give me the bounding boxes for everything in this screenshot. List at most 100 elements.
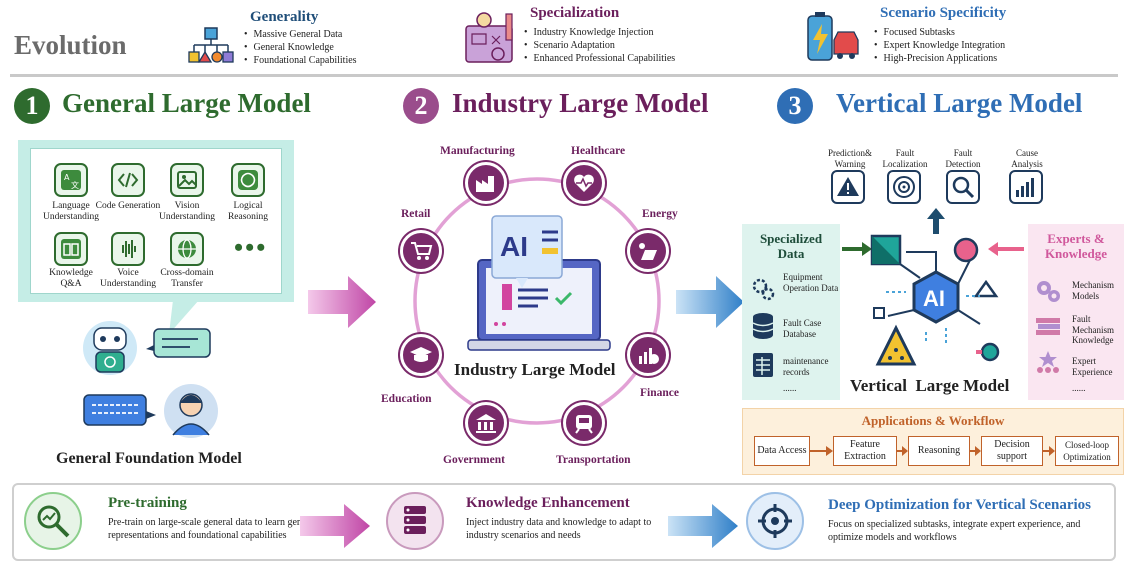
globe-icon: [170, 232, 204, 266]
arrow-right-icon: [810, 446, 833, 456]
arrow-right-icon: [668, 504, 738, 548]
capability-label: Knowledge Q&A: [49, 268, 93, 289]
stage-3-title: Vertical Large Model: [836, 88, 1083, 118]
waveform-icon: [111, 232, 145, 266]
education-icon: [400, 334, 442, 376]
arrow-right-icon: [300, 504, 370, 548]
image-icon: [170, 163, 204, 197]
bottom-title: Knowledge Enhancement: [466, 495, 630, 511]
evolution-title: Evolution: [14, 30, 127, 60]
person-avatar-icon: [164, 384, 218, 438]
bottom-desc: Focus on specialized subtasks, integrate…: [828, 519, 1081, 543]
factory-icon: [465, 162, 507, 204]
robot-avatar-icon: [83, 321, 137, 375]
output-label: Fault Localization: [882, 148, 928, 169]
specialized-data-heading: Specialized Data: [759, 231, 823, 261]
arrow-right-icon: [676, 276, 744, 328]
chat-bubble-icon: [83, 394, 156, 426]
expert-star-icon: [1037, 351, 1059, 373]
workflow-step: Data Access: [754, 436, 810, 466]
cart-icon: [400, 230, 442, 272]
arrow-left-icon: [988, 242, 1024, 256]
scenario-heading: Scenario Specificity: [880, 5, 1007, 21]
crosshair-icon: [746, 492, 804, 550]
train-icon: [563, 402, 605, 444]
output-label: Cause Analysis: [1011, 148, 1043, 169]
stage-2-title: Industry Large Model: [452, 88, 709, 118]
brain-icon: [231, 163, 265, 197]
capability-label: Logical Reasoning: [227, 201, 269, 222]
stage-1-badge: 1: [14, 88, 50, 124]
scenario-item: Focused Subtasks: [874, 26, 1005, 39]
scenario-item: High-Precision Applications: [874, 52, 1005, 65]
vertical-center-label: Vertical Large Model: [850, 376, 1010, 395]
battery-car-icon: [807, 12, 859, 61]
industry-node-label: Transportation: [556, 454, 631, 466]
industry-node-label: Finance: [640, 387, 679, 399]
specialization-item: Enhanced Professional Capabilities: [524, 52, 676, 65]
stage-1-title: General Large Model: [62, 88, 311, 118]
industry-node-label: Education: [381, 393, 432, 405]
experts-panel: [1028, 224, 1124, 400]
scenario-list: Focused Subtasks Expert Knowledge Integr…: [874, 26, 1006, 65]
bottom-desc: Inject industry data and knowledge to ad…: [466, 517, 652, 541]
generality-item: Foundational Capabilities: [244, 54, 357, 67]
arrow-up-icon: [927, 208, 945, 234]
arrow-right-icon: [897, 446, 908, 456]
ai-chip-icon: AI: [870, 234, 1000, 366]
capability-label: Code Generation: [95, 201, 161, 211]
stage-2-badge: 2: [403, 88, 439, 124]
bottom-desc: Pre-train on large-scale general data to…: [108, 517, 317, 541]
general-footer: General Foundation Model: [56, 450, 242, 467]
workflow-step: Feature Extraction: [833, 436, 897, 466]
capability-label: Voice Understanding: [100, 268, 156, 289]
workflow-step: Decision support: [981, 436, 1043, 466]
bottom-title: Pre-training: [108, 495, 187, 511]
experts-item: Fault Mechanism Knowledge: [1072, 314, 1114, 345]
generality-heading: Generality: [250, 9, 319, 25]
heart-pulse-icon: [563, 162, 605, 204]
industry-node-label: Energy: [642, 208, 678, 220]
bar-chart-icon: [1009, 170, 1043, 204]
experts-item: Expert Experience: [1072, 356, 1113, 377]
laptop-ai-badge: AI: [500, 231, 528, 262]
solar-icon: [627, 230, 669, 272]
scenario-item: Expert Knowledge Integration: [874, 39, 1006, 52]
arrow-right-icon: [970, 446, 981, 456]
specialization-list: Industry Knowledge Injection Scenario Ad…: [524, 26, 676, 65]
bottom-title: Deep Optimization for Vertical Scenarios: [828, 497, 1092, 513]
process-bar: [12, 483, 1116, 561]
magnifier-icon: [946, 170, 980, 204]
specialized-data-item: maintenance records: [783, 356, 829, 377]
industry-center-label: Industry Large Model: [454, 360, 616, 379]
industry-node-label: Manufacturing: [440, 145, 515, 157]
capability-label: Cross-domain Transfer: [160, 268, 214, 289]
analytics-icon: [24, 492, 82, 550]
code-icon: [111, 163, 145, 197]
arrow-right-icon: [308, 276, 376, 328]
divider: [10, 74, 1118, 77]
industry-node-label: Retail: [401, 208, 431, 220]
svg-text:A: A: [64, 173, 70, 182]
spreadsheet-icon: [753, 353, 773, 377]
arrow-right-icon: [842, 242, 872, 256]
industry-ring: [413, 177, 661, 425]
speech-tail: [169, 300, 199, 334]
experts-item: ......: [1072, 383, 1086, 393]
database-icon: [752, 313, 774, 339]
output-label: Fault Detection: [945, 148, 981, 169]
book-icon: [54, 232, 88, 266]
generality-list: Massive General Data General Knowledge F…: [244, 28, 357, 67]
industry-node-label: Healthcare: [571, 145, 626, 157]
specialization-item: Scenario Adaptation: [524, 39, 675, 52]
generality-item: Massive General Data: [244, 28, 357, 41]
database-cloud-icon: [386, 492, 444, 550]
generality-item: General Knowledge: [244, 41, 357, 54]
chip-ai-badge: AI: [923, 286, 945, 311]
arrow-right-icon: [1043, 446, 1055, 456]
specialized-data-item: Fault Case Database: [783, 318, 822, 339]
specialization-heading: Specialization: [530, 5, 620, 21]
output-label: Prediction& Warning: [828, 148, 872, 169]
stage-3-badge: 3: [777, 88, 813, 124]
